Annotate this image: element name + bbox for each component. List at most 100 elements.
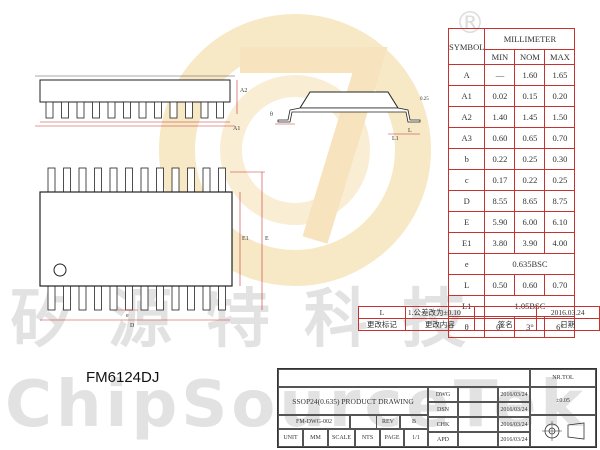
tolerance-value: ±0.05	[530, 387, 596, 415]
symbol-header: SYMBOL	[447, 28, 486, 65]
unit-header: MILLIMETER	[484, 28, 576, 50]
role-apd: APD	[428, 432, 458, 447]
page-value: 1/1	[404, 429, 428, 447]
dimension-max-value: 8.75	[544, 190, 576, 212]
dim-label-e: E	[265, 236, 269, 242]
page-label: PAGE	[380, 429, 404, 447]
dimension-symbol: A	[447, 64, 486, 86]
top-lead-lower	[202, 285, 211, 311]
dimension-symbol: A2	[447, 106, 486, 128]
scale-label: SCALE	[328, 429, 355, 447]
top-lead-upper	[125, 167, 133, 193]
dimension-min-value: 1.40	[484, 106, 516, 128]
revision-date: 2016.03.24	[535, 306, 600, 319]
role-dsn: DSN	[428, 402, 458, 417]
dimension-nom-value: 0.60	[514, 274, 546, 296]
col-header-nom: NOM	[514, 49, 546, 65]
dim-label-l: L	[408, 128, 412, 134]
dimension-max-value: 6.10	[544, 211, 576, 233]
role-dsn-sign	[458, 402, 498, 417]
role-dwg: DWG	[428, 387, 458, 402]
side-lead	[169, 101, 178, 119]
part-number-label: FM6124DJ	[86, 369, 160, 386]
dimension-nom-value: 0.25	[514, 148, 546, 170]
side-lead	[138, 101, 147, 119]
dimension-min-value: 5.90	[484, 211, 516, 233]
top-lead-lower	[140, 285, 149, 311]
revision-table: L 1.公差改为±0.10 2016.03.24 更改标记 更改内容 签名 日期	[358, 306, 600, 331]
top-lead-upper	[187, 167, 195, 193]
dimension-symbol: E	[447, 211, 486, 233]
top-lead-lower	[63, 285, 71, 311]
dim-label-a1: A1	[233, 126, 240, 132]
rev-label: REV	[376, 415, 400, 429]
dimension-nom-value: 8.65	[514, 190, 546, 212]
top-lead-lower	[125, 285, 133, 311]
dimension-min-value: 0.22	[484, 148, 516, 170]
dim-label-lead-gauge: 0.25	[420, 97, 429, 102]
unit-value: MM	[303, 429, 328, 447]
revision-header-content: 更改内容	[404, 318, 475, 331]
dimension-max-value: 0.30	[544, 148, 576, 170]
dim-label-e1: E1	[242, 236, 249, 242]
dimension-symbol: D	[447, 190, 486, 212]
side-lead	[185, 101, 193, 119]
side-lead	[45, 101, 54, 119]
date-dsn: 2016/03/24	[498, 402, 530, 417]
top-lead-upper	[94, 167, 102, 193]
title-block: NR.TOL SSOP24(0.635) PRODUCT DRAWING FM-…	[277, 368, 597, 448]
side-lead	[107, 101, 116, 119]
revision-signature	[473, 306, 537, 319]
top-lead-lower	[47, 285, 56, 311]
dimension-nom-value: 6.00	[514, 211, 546, 233]
dimension-bsc-value: 0.635BSC	[484, 253, 576, 275]
side-lead	[61, 101, 69, 119]
dimension-min-value: 0.02	[484, 85, 516, 107]
drawing-number: FM-DWG-002	[278, 415, 350, 429]
dimension-nom-value: 1.60	[514, 64, 546, 86]
dim-label-e-pitch: e	[126, 313, 129, 319]
top-lead-upper	[218, 167, 226, 193]
role-chk: CHK	[428, 417, 458, 432]
dimension-max-value: 4.00	[544, 232, 576, 254]
dim-label-l1: L1	[392, 136, 399, 142]
dimension-symbol: L	[447, 274, 486, 296]
top-lead-lower	[94, 285, 102, 311]
side-view-drawing: A2 A1	[35, 75, 247, 132]
side-lead	[76, 101, 85, 119]
side-lead	[123, 101, 131, 119]
revision-header-date: 日期	[535, 318, 600, 331]
top-view-drawing: E1 E D e	[39, 167, 269, 329]
revision-header-signature: 签名	[473, 318, 537, 331]
dimension-max-value: 0.70	[544, 127, 576, 149]
dimension-min-value: 0.50	[484, 274, 516, 296]
role-chk-sign	[458, 417, 498, 432]
top-lead-upper	[109, 167, 118, 193]
top-lead-lower	[171, 285, 180, 311]
dimension-nom-value: 0.22	[514, 169, 546, 191]
dimension-max-value: 1.50	[544, 106, 576, 128]
dimension-symbol: E1	[447, 232, 486, 254]
top-lead-lower	[156, 285, 164, 311]
dimension-max-value: 0.20	[544, 85, 576, 107]
top-lead-upper	[47, 167, 56, 193]
projection-symbol-cell	[530, 415, 596, 447]
date-dwg: 2016/03/24	[498, 387, 530, 402]
dimension-nom-value: 3.90	[514, 232, 546, 254]
side-lead	[154, 101, 162, 119]
dimension-max-value: 0.25	[544, 169, 576, 191]
dimension-min-value: —	[484, 64, 516, 86]
top-lead-lower	[187, 285, 195, 311]
dimension-symbol: c	[447, 169, 486, 191]
logo-watermark	[159, 14, 431, 286]
col-header-max: MAX	[544, 49, 576, 65]
top-lead-lower	[218, 285, 226, 311]
dimension-min-value: 0.60	[484, 127, 516, 149]
dimension-nom-value: 0.15	[514, 85, 546, 107]
